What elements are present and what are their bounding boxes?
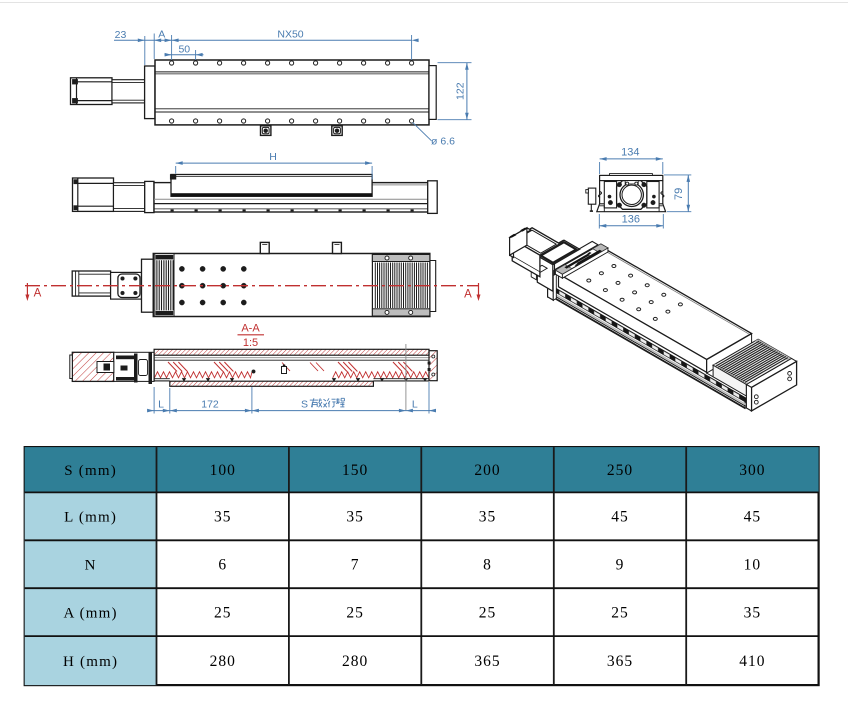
svg-text:25: 25 [214,604,232,621]
svg-text:6: 6 [218,557,227,574]
svg-text:45: 45 [744,509,762,526]
svg-text:10: 10 [744,557,762,574]
svg-text:7: 7 [351,557,360,574]
svg-text:L (mm): L (mm) [64,510,117,526]
svg-text:9: 9 [616,557,625,574]
svg-text:N: N [85,558,97,574]
svg-text:410: 410 [739,653,765,670]
svg-text:ø 6.6: ø 6.6 [431,136,455,148]
svg-text:NX50: NX50 [277,28,303,40]
svg-text:23: 23 [115,29,127,41]
svg-text:1:5: 1:5 [243,337,258,349]
svg-text:35: 35 [744,604,762,621]
svg-text:L: L [412,398,418,410]
svg-text:250: 250 [607,462,633,479]
svg-text:150: 150 [342,462,368,479]
svg-text:200: 200 [474,462,500,479]
svg-text:L: L [158,398,164,410]
svg-text:A (mm): A (mm) [63,605,117,621]
svg-text:A-A: A-A [241,323,260,335]
svg-text:79: 79 [673,188,685,200]
svg-text:25: 25 [611,604,629,621]
svg-text:8: 8 [483,557,492,574]
svg-text:134: 134 [621,146,639,158]
svg-text:365: 365 [607,653,633,670]
svg-text:50: 50 [178,43,190,55]
svg-text:25: 25 [479,604,497,621]
svg-text:A: A [464,289,472,301]
svg-text:136: 136 [622,214,640,226]
svg-text:280: 280 [342,653,368,670]
svg-text:25: 25 [346,604,364,621]
svg-text:35: 35 [346,509,364,526]
svg-text:35: 35 [214,509,232,526]
svg-text:365: 365 [474,653,500,670]
svg-text:100: 100 [210,462,236,479]
svg-text:S: S [301,398,308,410]
svg-text:300: 300 [739,462,765,479]
svg-text:S (mm): S (mm) [64,463,117,479]
svg-text:172: 172 [201,398,219,410]
svg-text:A: A [158,28,165,40]
svg-text:A: A [34,288,42,300]
svg-text:35: 35 [479,509,497,526]
svg-text:122: 122 [454,82,466,100]
svg-text:H: H [269,151,277,163]
svg-text:H (mm): H (mm) [63,654,118,670]
svg-text:45: 45 [611,509,629,526]
svg-text:280: 280 [210,653,236,670]
